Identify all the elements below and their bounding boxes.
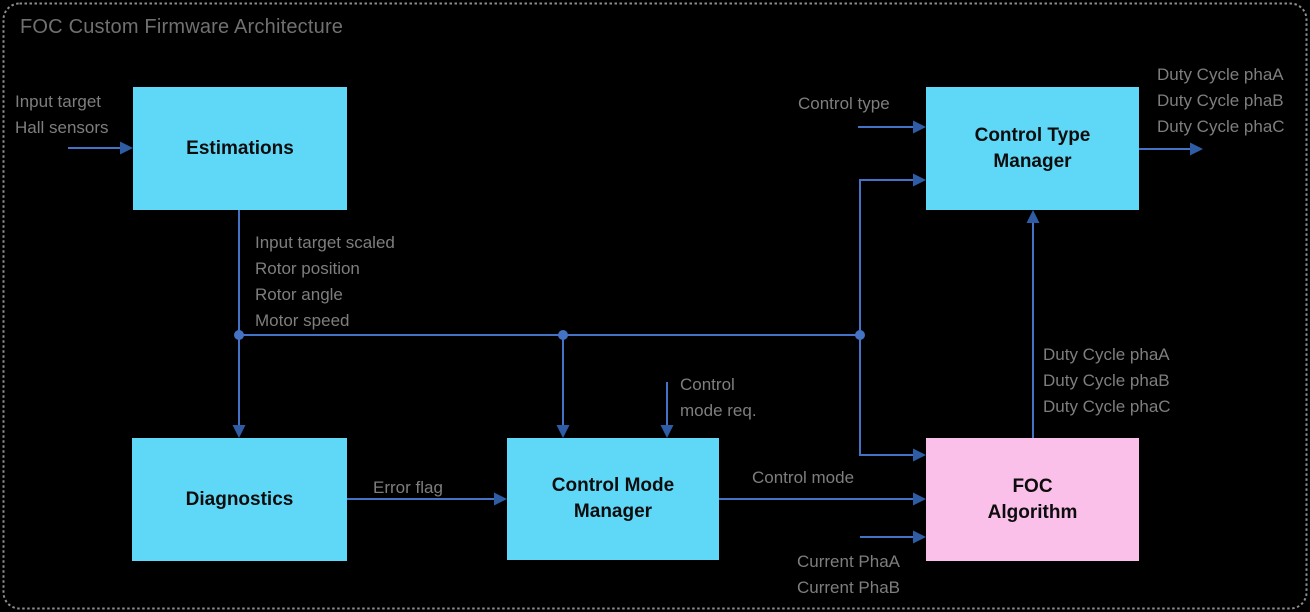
arrowhead xyxy=(120,141,133,155)
arrowhead xyxy=(1026,210,1040,223)
label-hall-sensors: Hall sensors xyxy=(15,118,109,137)
label-error-flag: Error flag xyxy=(373,478,443,497)
arrowhead xyxy=(913,448,926,462)
block-foc-algorithm-label-1: FOC xyxy=(1012,475,1053,497)
block-control-type-manager: Control Type Manager xyxy=(926,87,1139,210)
arrowhead xyxy=(913,492,926,506)
page-title: FOC Custom Firmware Architecture xyxy=(20,16,344,38)
label-bus-outputs: Input target scaled Rotor position Rotor… xyxy=(255,233,395,330)
arrowhead xyxy=(660,425,674,438)
block-estimations: Estimations xyxy=(133,87,347,210)
arrowhead xyxy=(913,530,926,544)
label-duty-cycle-mid: Duty Cycle phaA Duty Cycle phaB Duty Cyc… xyxy=(1043,345,1171,416)
arrowhead xyxy=(232,425,246,438)
label-input-target: Input target Hall sensors xyxy=(15,89,109,141)
block-control-type-manager-label-2: Manager xyxy=(993,150,1072,172)
junction-dot xyxy=(234,330,244,340)
label-control-type: Control type xyxy=(798,94,890,113)
label-currents: Current PhaA Current PhaB xyxy=(797,552,900,597)
arrowhead xyxy=(913,120,926,134)
block-diagnostics-label: Diagnostics xyxy=(185,488,294,510)
block-control-mode-manager-label-2: Manager xyxy=(573,501,653,522)
block-control-mode-manager-label-1: Control Mode xyxy=(551,475,675,496)
label-control-mode: Control mode xyxy=(752,468,855,487)
junction-dot xyxy=(855,330,865,340)
block-control-mode-manager: Control Mode Manager xyxy=(507,438,719,560)
block-foc-algorithm: FOC Algorithm xyxy=(926,438,1139,561)
arrowhead xyxy=(556,425,570,438)
block-estimations-label: Estimations xyxy=(186,137,294,159)
arrowhead xyxy=(913,173,926,187)
block-foc-algorithm-label-2: Algorithm xyxy=(987,501,1078,523)
label-control-mode-req: Control mode req. xyxy=(680,375,757,420)
block-control-type-manager-label-1: Control Type xyxy=(974,124,1091,146)
arrow-bus-to-control-type-manager xyxy=(859,179,913,335)
arrowhead xyxy=(1190,142,1203,156)
label-duty-cycle-top: Duty Cycle phaA Duty Cycle phaB Duty Cyc… xyxy=(1157,65,1285,136)
block-diagnostics: Diagnostics xyxy=(132,438,347,561)
junction-dot xyxy=(558,330,568,340)
arrowhead xyxy=(494,492,507,506)
arrow-bus-to-foc-algorithm xyxy=(859,335,913,456)
